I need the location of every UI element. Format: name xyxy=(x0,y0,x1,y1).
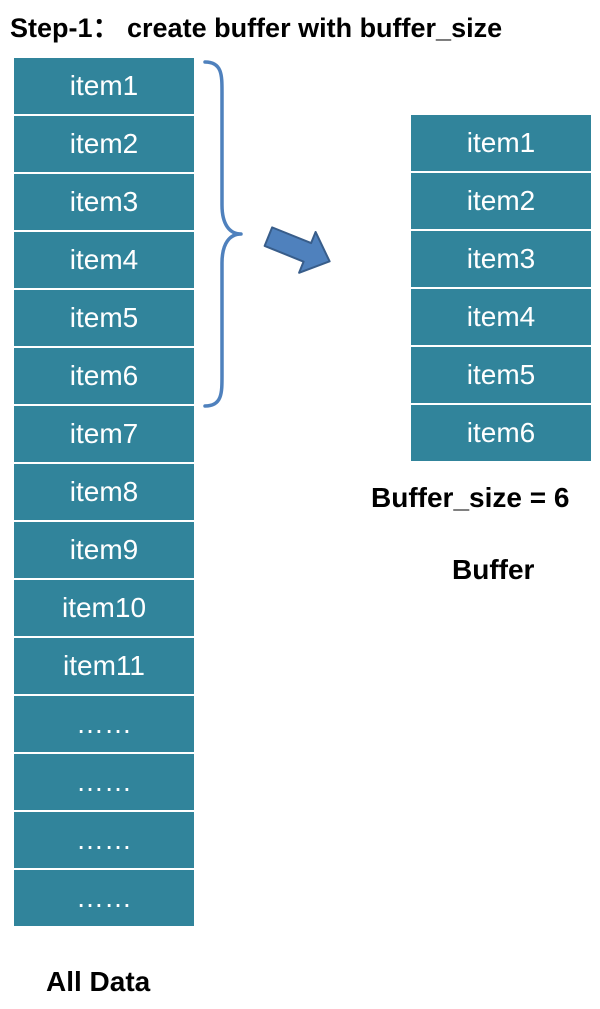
all-data-item-2: item2 xyxy=(14,116,194,172)
buffer-item-4: item4 xyxy=(411,289,591,345)
all-data-item-3: item3 xyxy=(14,174,194,230)
all-data-column: item1 item2 item3 item4 item5 item6 item… xyxy=(14,58,194,926)
all-data-ellipsis-3: …… xyxy=(14,812,194,868)
buffer-column: item1 item2 item3 item4 item5 item6 xyxy=(411,115,591,461)
buffer-label: Buffer xyxy=(452,554,535,585)
all-data-ellipsis-1: …… xyxy=(14,696,194,752)
buffer-item-2: item2 xyxy=(411,173,591,229)
all-data-ellipsis-2: …… xyxy=(14,754,194,810)
all-data-item-4: item4 xyxy=(14,232,194,288)
buffer-item-6: item6 xyxy=(411,405,591,461)
buffer-item-1: item1 xyxy=(411,115,591,171)
buffer-item-3: item3 xyxy=(411,231,591,287)
all-data-ellipsis-4: …… xyxy=(14,870,194,926)
right-arrow-icon xyxy=(263,226,331,274)
all-data-item-5: item5 xyxy=(14,290,194,346)
all-data-label: All Data xyxy=(46,966,151,997)
all-data-item-9: item9 xyxy=(14,522,194,578)
all-data-item-8: item8 xyxy=(14,464,194,520)
all-data-item-1: item1 xyxy=(14,58,194,114)
buffer-item-5: item5 xyxy=(411,347,591,403)
buffer-size-label: Buffer_size = 6 xyxy=(371,482,570,513)
diagram-title: Step-1： create buffer with buffer_size xyxy=(10,13,503,43)
right-curly-brace xyxy=(203,60,243,408)
all-data-item-7: item7 xyxy=(14,406,194,462)
all-data-item-10: item10 xyxy=(14,580,194,636)
all-data-item-6: item6 xyxy=(14,348,194,404)
all-data-item-11: item11 xyxy=(14,638,194,694)
